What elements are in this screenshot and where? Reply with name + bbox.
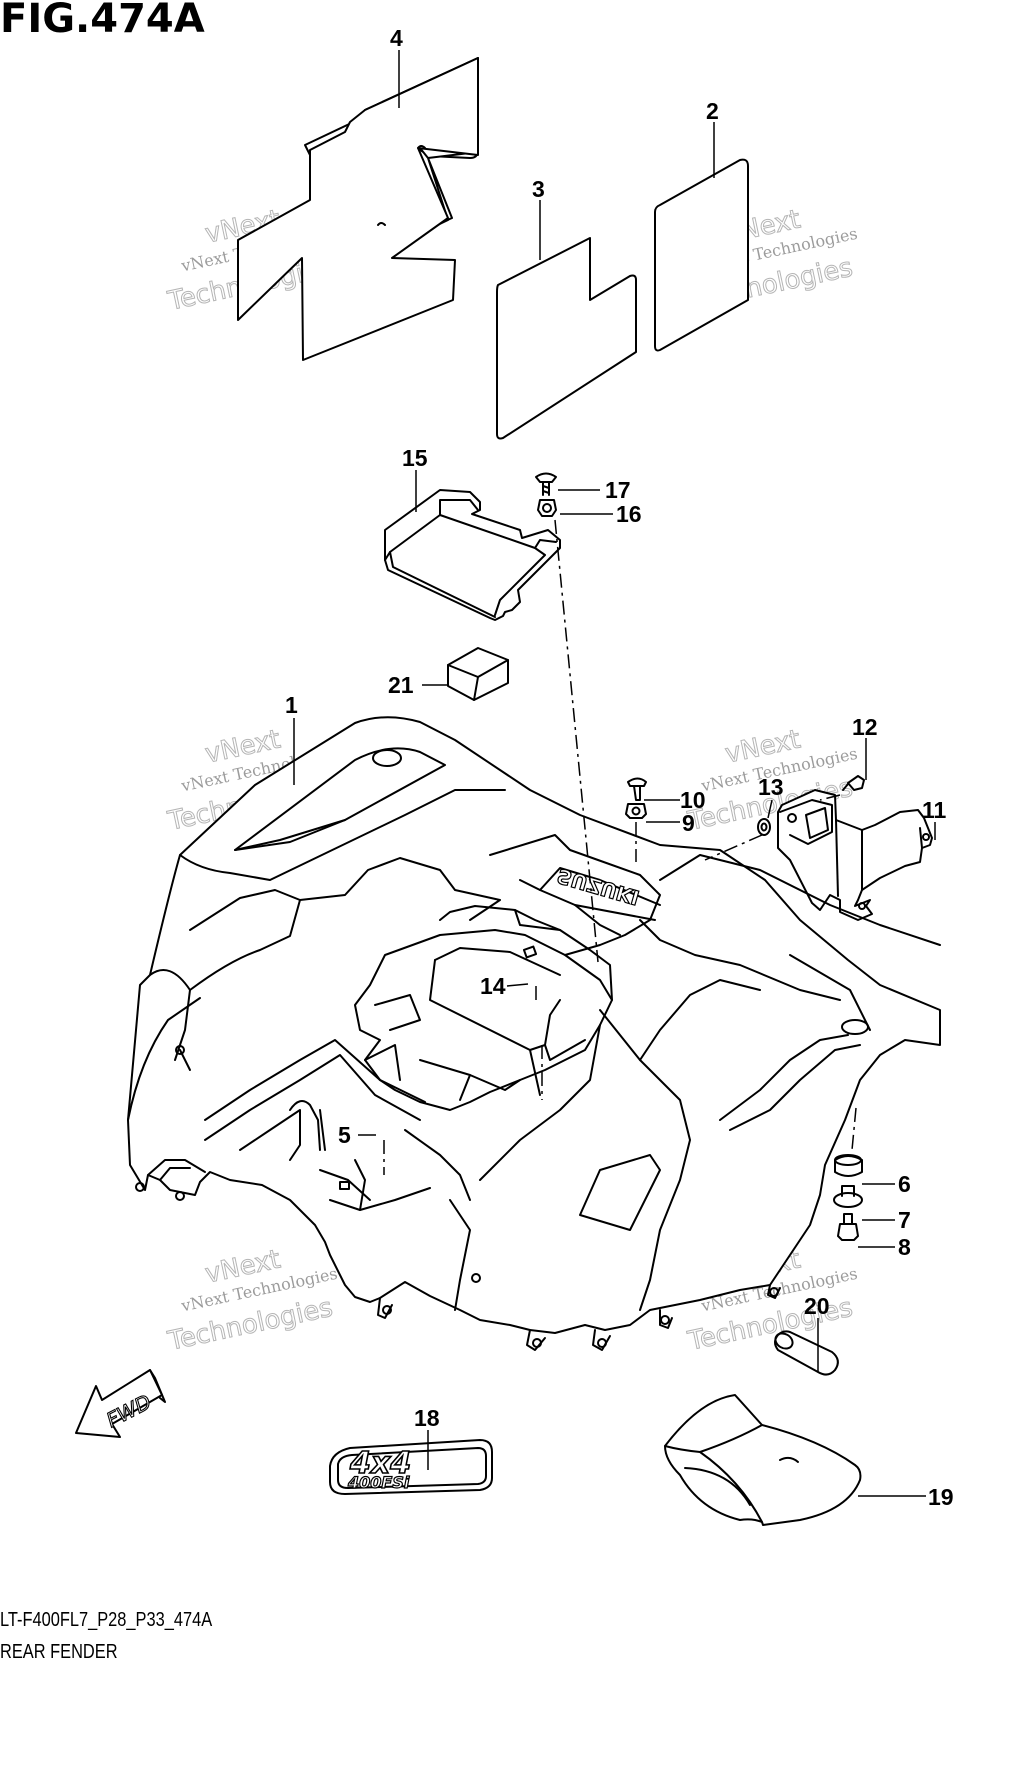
callout-18: 18 — [414, 1405, 440, 1431]
callout-16: 16 — [616, 501, 642, 527]
part-3-decal[interactable] — [496, 237, 637, 440]
part-10-screw[interactable] — [627, 777, 647, 801]
callout-19: 19 — [928, 1484, 954, 1510]
part-2-decal[interactable] — [654, 158, 749, 352]
callout-3: 3 — [532, 176, 545, 202]
callout-12: 12 — [852, 714, 878, 740]
callout-14: 14 — [480, 973, 506, 999]
callout-13: 13 — [758, 774, 784, 800]
callout-7: 7 — [898, 1207, 911, 1233]
part-7-washer[interactable] — [833, 1185, 863, 1208]
callout-9: 9 — [682, 810, 695, 836]
emblem-text-bottom: 400FSi — [347, 1473, 410, 1492]
part-9-nut[interactable] — [625, 803, 647, 819]
callout-8: 8 — [898, 1234, 911, 1260]
callout-4: 4 — [390, 25, 403, 51]
part-19-seat-cover[interactable] — [664, 1394, 862, 1526]
alignment-lines — [383, 519, 857, 1175]
figure-code: LT-F400FL7_P28_P33_474A — [0, 1609, 213, 1631]
fwd-arrow-icon: FWD — [75, 1369, 166, 1438]
callout-15: 15 — [402, 445, 428, 471]
part-15-box-cover[interactable] — [384, 489, 561, 621]
part-12-screw[interactable] — [842, 775, 865, 791]
callout-21: 21 — [388, 672, 414, 698]
part-11-bracket[interactable] — [777, 789, 933, 921]
callout-11: 11 — [922, 797, 947, 823]
figure-name: REAR FENDER — [0, 1641, 118, 1663]
callout-10: 10 — [680, 787, 706, 813]
callout-5: 5 — [338, 1122, 351, 1148]
callout-labels: 4 2 3 15 17 16 21 1 12 11 10 9 13 14 5 6… — [285, 25, 954, 1510]
callout-6: 6 — [898, 1171, 911, 1197]
part-16-nut[interactable] — [537, 499, 557, 517]
part-4-decal[interactable] — [237, 57, 479, 361]
callout-1: 1 — [285, 692, 298, 718]
part-6-grommet[interactable] — [834, 1154, 863, 1177]
watermark-bottom-left: Technologies vNext vNext Technologies — [164, 1244, 339, 1357]
figure-title: FIG.474A — [0, 0, 205, 42]
part-8-bolt[interactable] — [837, 1213, 859, 1241]
leader-lines — [293, 50, 936, 1497]
part-1-rear-fender[interactable]: SUZUKI — [127, 716, 941, 1351]
part-17-screw[interactable] — [535, 472, 557, 496]
part-13-washer[interactable] — [757, 818, 771, 836]
callout-17: 17 — [605, 477, 631, 503]
callout-20: 20 — [804, 1293, 830, 1319]
part-20-pin[interactable] — [773, 1330, 839, 1376]
emblem-text-top: 4x4 — [349, 1446, 411, 1481]
part-21-cushion[interactable] — [447, 647, 509, 701]
callout-2: 2 — [706, 98, 719, 124]
part-18-emblem[interactable]: 4x4 400FSi — [329, 1439, 493, 1495]
